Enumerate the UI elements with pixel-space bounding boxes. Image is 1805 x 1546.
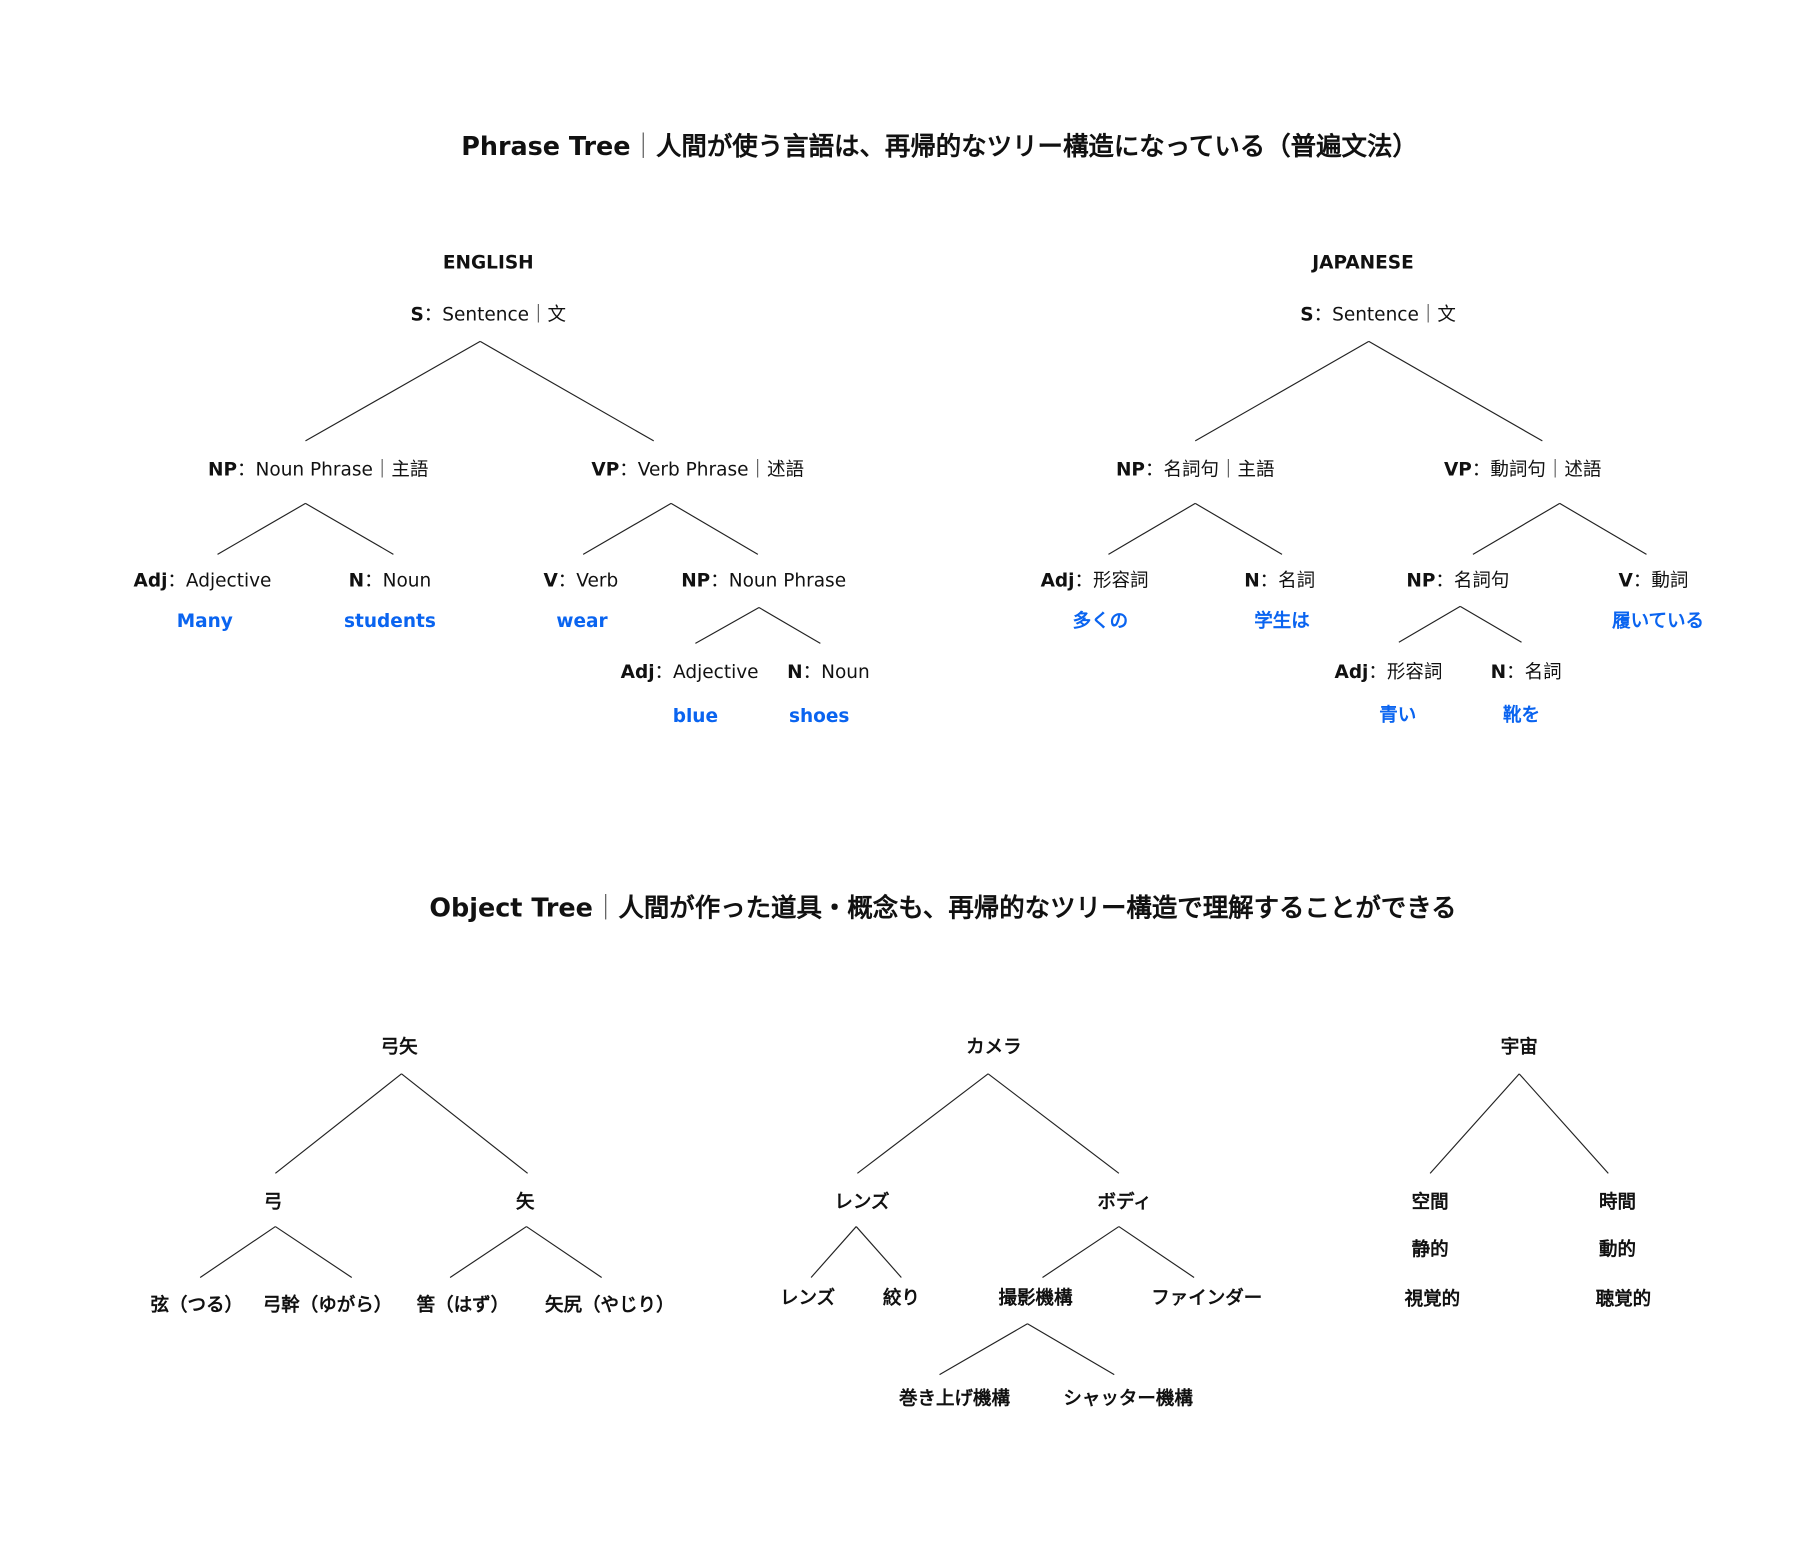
- attr-static: 静的: [1412, 1238, 1449, 1260]
- edge: [526, 1226, 602, 1278]
- edge: [1472, 502, 1560, 555]
- node-v: V：動詞: [1619, 571, 1689, 592]
- edge: [857, 1073, 989, 1174]
- node-n: N：名詞: [1244, 571, 1315, 592]
- phrase-tree-title: Phrase Tree｜人間が使う言語は、再帰的なツリー構造になっている（普遍文…: [461, 132, 1418, 162]
- english-heading: ENGLISH: [443, 253, 534, 274]
- node-adj2: Adj：形容詞: [1335, 662, 1443, 683]
- edge: [1042, 1226, 1120, 1278]
- camera-tree: カメラ レンズ ボディ レンズ 絞り 撮影機構 ファインダー 巻き上げ機構 シャ…: [780, 1037, 1262, 1410]
- edge: [1027, 1323, 1115, 1376]
- node-v: V：Verb: [543, 571, 618, 592]
- leaf: 撮影機構: [999, 1287, 1074, 1309]
- node-np2: NP：Noun Phrase: [681, 571, 846, 592]
- word-kutsuwo: 靴を: [1503, 704, 1540, 726]
- node-adj2: Adj：Adjective: [621, 662, 759, 683]
- word-many: Many: [177, 611, 233, 632]
- edge: [670, 502, 759, 555]
- edge: [449, 1226, 527, 1278]
- edge: [217, 502, 306, 555]
- word-gakuseiha: 学生は: [1254, 610, 1310, 632]
- word-blue: blue: [673, 706, 718, 727]
- leaf: 筈（はず）: [417, 1294, 510, 1316]
- edge: [855, 1226, 902, 1278]
- node-np: NP：名詞句｜主語: [1116, 459, 1275, 481]
- attr-auditory: 聴覚的: [1596, 1288, 1652, 1310]
- node-adj: Adj：形容詞: [1041, 571, 1149, 592]
- edge: [1194, 340, 1370, 442]
- edge: [479, 340, 655, 442]
- edge: [1108, 502, 1196, 555]
- word-wear: wear: [556, 611, 608, 632]
- japanese-tree: JAPANESE S：Sentence｜文 NP：名詞句｜主語 VP：動詞句｜述…: [1041, 253, 1704, 726]
- word-ookuno: 多くの: [1073, 610, 1129, 632]
- node-left: 弓: [264, 1192, 283, 1213]
- edge: [1429, 1073, 1520, 1174]
- edge: [695, 607, 760, 644]
- node-time: 時間: [1599, 1192, 1636, 1213]
- edge: [1194, 502, 1283, 555]
- node-s: S：Sentence｜文: [410, 304, 566, 326]
- edge: [987, 1073, 1120, 1174]
- node-vp: VP：動詞句｜述語: [1444, 459, 1601, 481]
- node-adj: Adj：Adjective: [134, 571, 272, 592]
- leaf: 絞り: [883, 1287, 920, 1309]
- edge: [275, 1073, 402, 1174]
- node-n2: N：名詞: [1491, 662, 1562, 683]
- edge: [401, 1073, 528, 1174]
- attr-visual: 視覚的: [1404, 1288, 1461, 1310]
- sub-leaf: 巻き上げ機構: [898, 1388, 1011, 1410]
- edge: [1459, 605, 1522, 643]
- attr-dynamic: 動的: [1599, 1238, 1636, 1260]
- edge: [305, 340, 481, 442]
- node-s: S：Sentence｜文: [1300, 304, 1456, 326]
- edge: [939, 1323, 1028, 1376]
- edge: [1559, 502, 1647, 555]
- universe-tree: 宇宙 空間 時間 静的 動的 視覚的 聴覚的: [1404, 1036, 1651, 1310]
- edge: [758, 607, 821, 644]
- japanese-heading: JAPANESE: [1310, 253, 1413, 274]
- edge: [1518, 1073, 1609, 1174]
- node-space: 空間: [1412, 1191, 1449, 1213]
- node-right: 矢: [516, 1191, 535, 1213]
- leaf: レンズ: [780, 1287, 836, 1309]
- edge: [199, 1226, 276, 1278]
- edge: [275, 1226, 353, 1278]
- edge: [305, 502, 394, 555]
- word-shoes: shoes: [789, 706, 849, 727]
- edge: [1398, 605, 1461, 643]
- node-np2: NP：名詞句: [1406, 571, 1509, 592]
- node-root: カメラ: [966, 1037, 1022, 1058]
- leaf: 弦（つる）: [150, 1294, 243, 1316]
- node-np: NP：Noun Phrase｜主語: [208, 459, 428, 481]
- leaf: ファインダー: [1151, 1287, 1262, 1309]
- word-students: students: [344, 611, 436, 632]
- edge: [810, 1226, 857, 1278]
- edge: [1368, 340, 1543, 442]
- node-root: 宇宙: [1501, 1036, 1538, 1058]
- node-left: レンズ: [834, 1191, 890, 1213]
- sub-leaf: シャッター機構: [1063, 1388, 1193, 1410]
- edge: [582, 502, 672, 555]
- word-aoi: 青い: [1379, 705, 1416, 726]
- node-n: N：Noun: [349, 571, 432, 592]
- node-n2: N：Noun: [787, 662, 870, 683]
- bow-tree: 弓矢 弓 矢 弦（つる） 弓幹（ゆがら） 筈（はず） 矢尻（やじり）: [150, 1036, 674, 1316]
- leaf: 矢尻（やじり）: [545, 1294, 675, 1316]
- node-root: 弓矢: [381, 1036, 419, 1058]
- edge: [1118, 1226, 1195, 1278]
- node-vp: VP：Verb Phrase｜述語: [591, 459, 804, 481]
- word-haiteiru: 履いている: [1612, 611, 1704, 632]
- object-tree-title: Object Tree｜人間が作った道具・概念も、再帰的なツリー構造で理解するこ…: [429, 893, 1456, 923]
- leaf: 弓幹（ゆがら）: [263, 1294, 393, 1316]
- english-tree: ENGLISH S：Sentence｜文 NP：Noun Phrase｜主語 V…: [134, 253, 870, 728]
- node-right: ボディ: [1098, 1191, 1152, 1213]
